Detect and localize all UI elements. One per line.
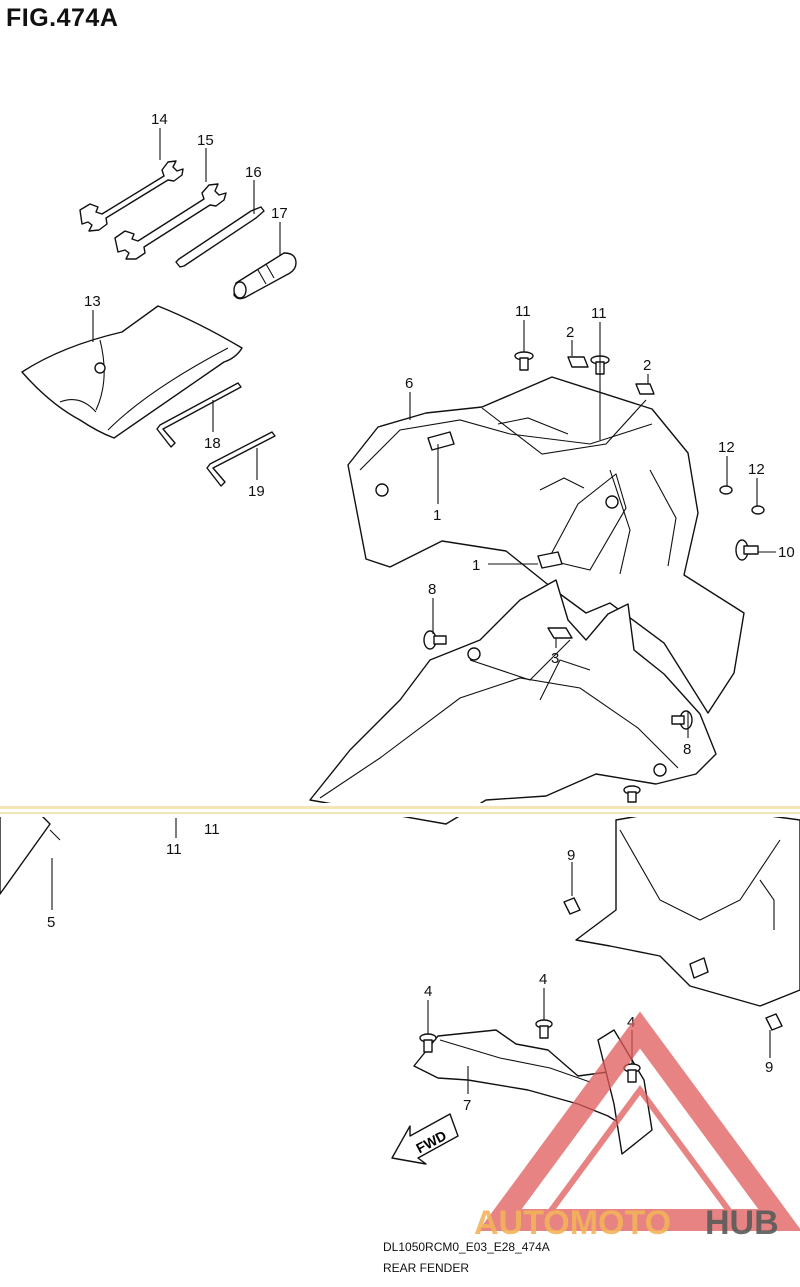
callout-18: 18: [204, 435, 221, 452]
pad-1-b: [537, 551, 563, 569]
callout-19: 19: [248, 483, 265, 500]
hex-key-18: [156, 382, 242, 448]
rear-fender-upper-6: [347, 376, 745, 714]
callout-4-a: 4: [424, 983, 432, 1000]
callout-2-a: 2: [566, 324, 574, 341]
callout-4-c: 4: [627, 1014, 635, 1031]
callout-4-b: 4: [539, 971, 547, 988]
screwdriver-handle-17: [233, 252, 297, 300]
wrench-14: [79, 160, 184, 232]
figure-name: REAR FENDER: [383, 1261, 470, 1275]
pad-2-a: [567, 356, 589, 368]
callout-labels: 14 15 16 17 13 18 19 11 11 2 2 6 1 1 12 …: [47, 111, 795, 1114]
figure-code: DL1050RCM0_E03_E28_474A: [383, 1240, 550, 1254]
callout-12-a: 12: [718, 439, 735, 456]
figure-title: FIG.474A: [6, 4, 119, 32]
callout-11-a: 11: [515, 303, 531, 320]
callout-1-b: 1: [472, 557, 480, 574]
callout-11-d: 11: [204, 821, 220, 838]
bolt-11-c: [623, 785, 641, 803]
leader-lines: [51, 128, 776, 1094]
callout-7: 7: [463, 1097, 471, 1114]
callout-8-a: 8: [428, 581, 436, 598]
bolt-8-a: [423, 630, 447, 650]
pad-3: [547, 627, 573, 639]
callout-13: 13: [84, 293, 101, 310]
scan-artifact: [0, 803, 800, 817]
callout-17: 17: [271, 205, 288, 222]
bolt-8-b: [671, 710, 693, 730]
watermark-text-2: HUB: [705, 1204, 779, 1242]
callout-11-c: 11: [166, 841, 182, 858]
callout-10: 10: [778, 544, 795, 561]
callout-9-a: 9: [567, 847, 575, 864]
callout-3: 3: [551, 650, 559, 667]
watermark-text-1: AUTOMOTO: [474, 1204, 671, 1242]
callout-16: 16: [245, 164, 262, 181]
rear-fender-lower-5: [0, 579, 717, 895]
callout-1-a: 1: [433, 507, 441, 524]
washer-12-b: [751, 505, 765, 515]
clip-9-b: [765, 1013, 783, 1031]
rivet-10: [735, 539, 759, 561]
washer-12-a: [719, 485, 733, 495]
callout-11-b: 11: [591, 305, 607, 322]
clip-9-a: [563, 897, 581, 915]
tool-bag-13: [21, 305, 243, 439]
bolt-4-c: [623, 1063, 641, 1083]
hex-key-19: [206, 431, 276, 487]
pad-1-a: [427, 431, 455, 451]
wrench-15: [114, 183, 227, 260]
callout-15: 15: [197, 132, 214, 149]
callout-9-b: 9: [765, 1059, 773, 1076]
screwdriver-16: [175, 206, 265, 268]
callout-12-b: 12: [748, 461, 765, 478]
callout-5: 5: [47, 914, 55, 931]
callout-8-b: 8: [683, 741, 691, 758]
watermark-triangle-icon: [478, 1011, 800, 1231]
inner-fender-lower: [575, 805, 800, 1007]
bolt-4-b: [535, 1019, 553, 1039]
callout-14: 14: [151, 111, 168, 128]
callout-6: 6: [405, 375, 413, 392]
callout-2-b: 2: [643, 357, 651, 374]
pad-2-b: [635, 383, 655, 395]
